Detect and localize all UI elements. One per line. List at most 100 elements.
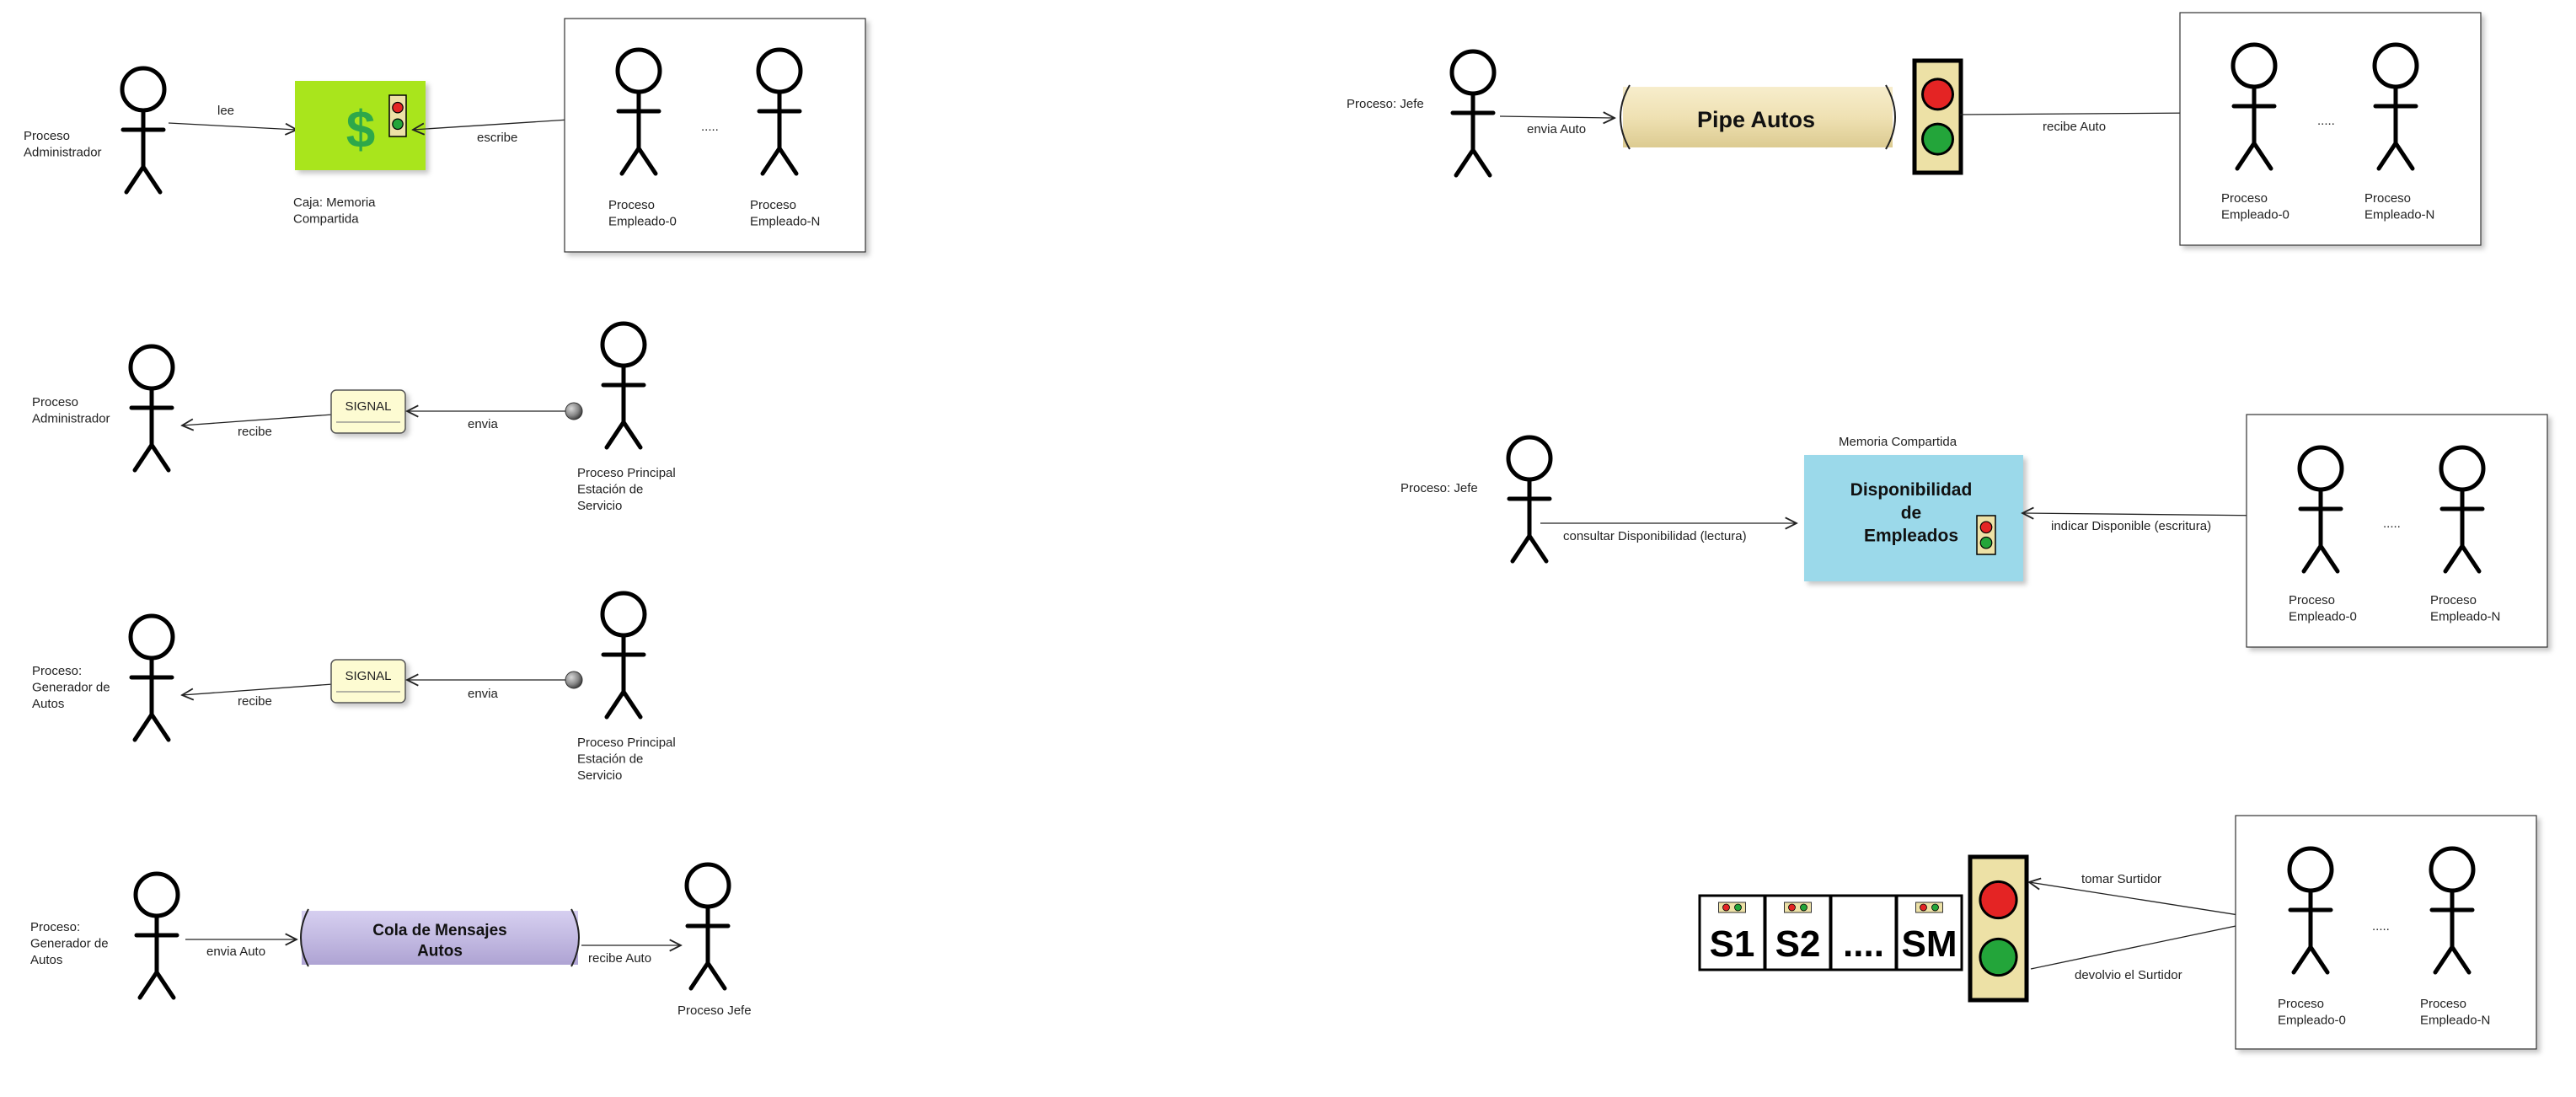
send-arrow [1499, 116, 1615, 118]
semaphore-icon [1968, 854, 2029, 1003]
shared-memory-box: $ [295, 81, 426, 170]
panel-availability: Proceso: Jefe consultar Disponibilidad (… [1400, 414, 2548, 648]
pump-label: S1 [1710, 923, 1755, 965]
traffic-light-icon [1784, 902, 1812, 913]
return-arrow-label: devolvio el Surtidor [2075, 968, 2182, 982]
signal-icon: SIGNAL [330, 389, 406, 434]
stick-figure-icon [1449, 49, 1497, 178]
return-arrow [2030, 921, 2260, 970]
stick-figure-icon [2231, 42, 2278, 171]
receive-arrow [1959, 113, 2201, 115]
receive-arrow [182, 683, 334, 695]
pump-slot: .... [1829, 894, 1898, 971]
send-arrow-label: envia [468, 417, 499, 431]
stick-figure-icon [120, 66, 167, 195]
stick-figure-icon [2297, 445, 2344, 574]
pump-label: .... [1843, 923, 1884, 965]
stick-figure-icon [2372, 42, 2419, 171]
write-arrow-label: escribe [477, 131, 517, 145]
pipe-icon: Pipe Autos [1620, 84, 1896, 150]
receive-arrow-label: recibe [238, 694, 272, 709]
stick-figure-icon [2429, 846, 2476, 975]
take-arrow-label: tomar Surtidor [2081, 872, 2161, 886]
memory-title: Memoria Compartida [1839, 435, 1957, 449]
take-arrow [2029, 882, 2261, 919]
stick-figure-icon [133, 871, 180, 1000]
pump-label: S2 [1775, 923, 1821, 965]
signal-icon: SIGNAL [330, 659, 406, 704]
stick-figure-icon [756, 47, 803, 176]
receive-arrow-label: recibe Auto [588, 951, 651, 966]
pump-slot: S1 [1698, 894, 1766, 971]
pump-label: SM [1902, 923, 1957, 965]
semaphore-icon [1912, 58, 1963, 175]
receive-arrow-label: recibe [238, 425, 272, 439]
read-arrow [168, 122, 297, 130]
sender-label: Proceso: Jefe [1347, 97, 1424, 111]
stick-figure-icon [615, 47, 662, 176]
pump-slot: S2 [1764, 894, 1832, 971]
receive-arrow [182, 414, 334, 425]
reader-label: Proceso: Jefe [1400, 481, 1478, 495]
stick-figure-icon [684, 862, 731, 991]
ellipsis: ..... [701, 120, 719, 134]
signal-label: SIGNAL [345, 669, 391, 683]
send-arrow-label: envia Auto [206, 944, 265, 959]
receiver-label: Proceso Jefe [677, 1003, 752, 1018]
write-arrow [2022, 513, 2273, 516]
traffic-light-icon [1718, 902, 1746, 913]
pump-row: S1 S2.... SM [1698, 894, 1963, 971]
send-arrow-label: envia [468, 687, 499, 701]
read-arrow-label: consultar Disponibilidad (lectura) [1563, 529, 1747, 543]
send-arrow-label: envia Auto [1527, 122, 1586, 136]
stick-figure-icon [2439, 445, 2486, 574]
pump-slot: SM [1895, 894, 1963, 971]
ellipsis: ..... [2372, 919, 2390, 934]
traffic-light-icon [388, 94, 407, 137]
stick-figure-icon [600, 591, 647, 720]
receive-arrow-label: recibe Auto [2043, 120, 2106, 134]
port-ball [565, 402, 583, 420]
ellipsis: ..... [2317, 114, 2335, 128]
traffic-light-icon [1915, 902, 1943, 913]
signal-label: SIGNAL [345, 399, 391, 414]
read-arrow-label: lee [217, 104, 234, 118]
pipe-label: Pipe Autos [1697, 107, 1815, 132]
ellipsis: ..... [2383, 516, 2401, 531]
stick-figure-icon [2287, 846, 2334, 975]
write-arrow-label: indicar Disponible (escritura) [2051, 519, 2211, 533]
panel-pipe: Proceso: Jefe envia Auto Pipe Autos reci… [1347, 12, 2482, 246]
traffic-light-icon [1976, 515, 1996, 555]
stick-figure-icon [128, 613, 175, 742]
